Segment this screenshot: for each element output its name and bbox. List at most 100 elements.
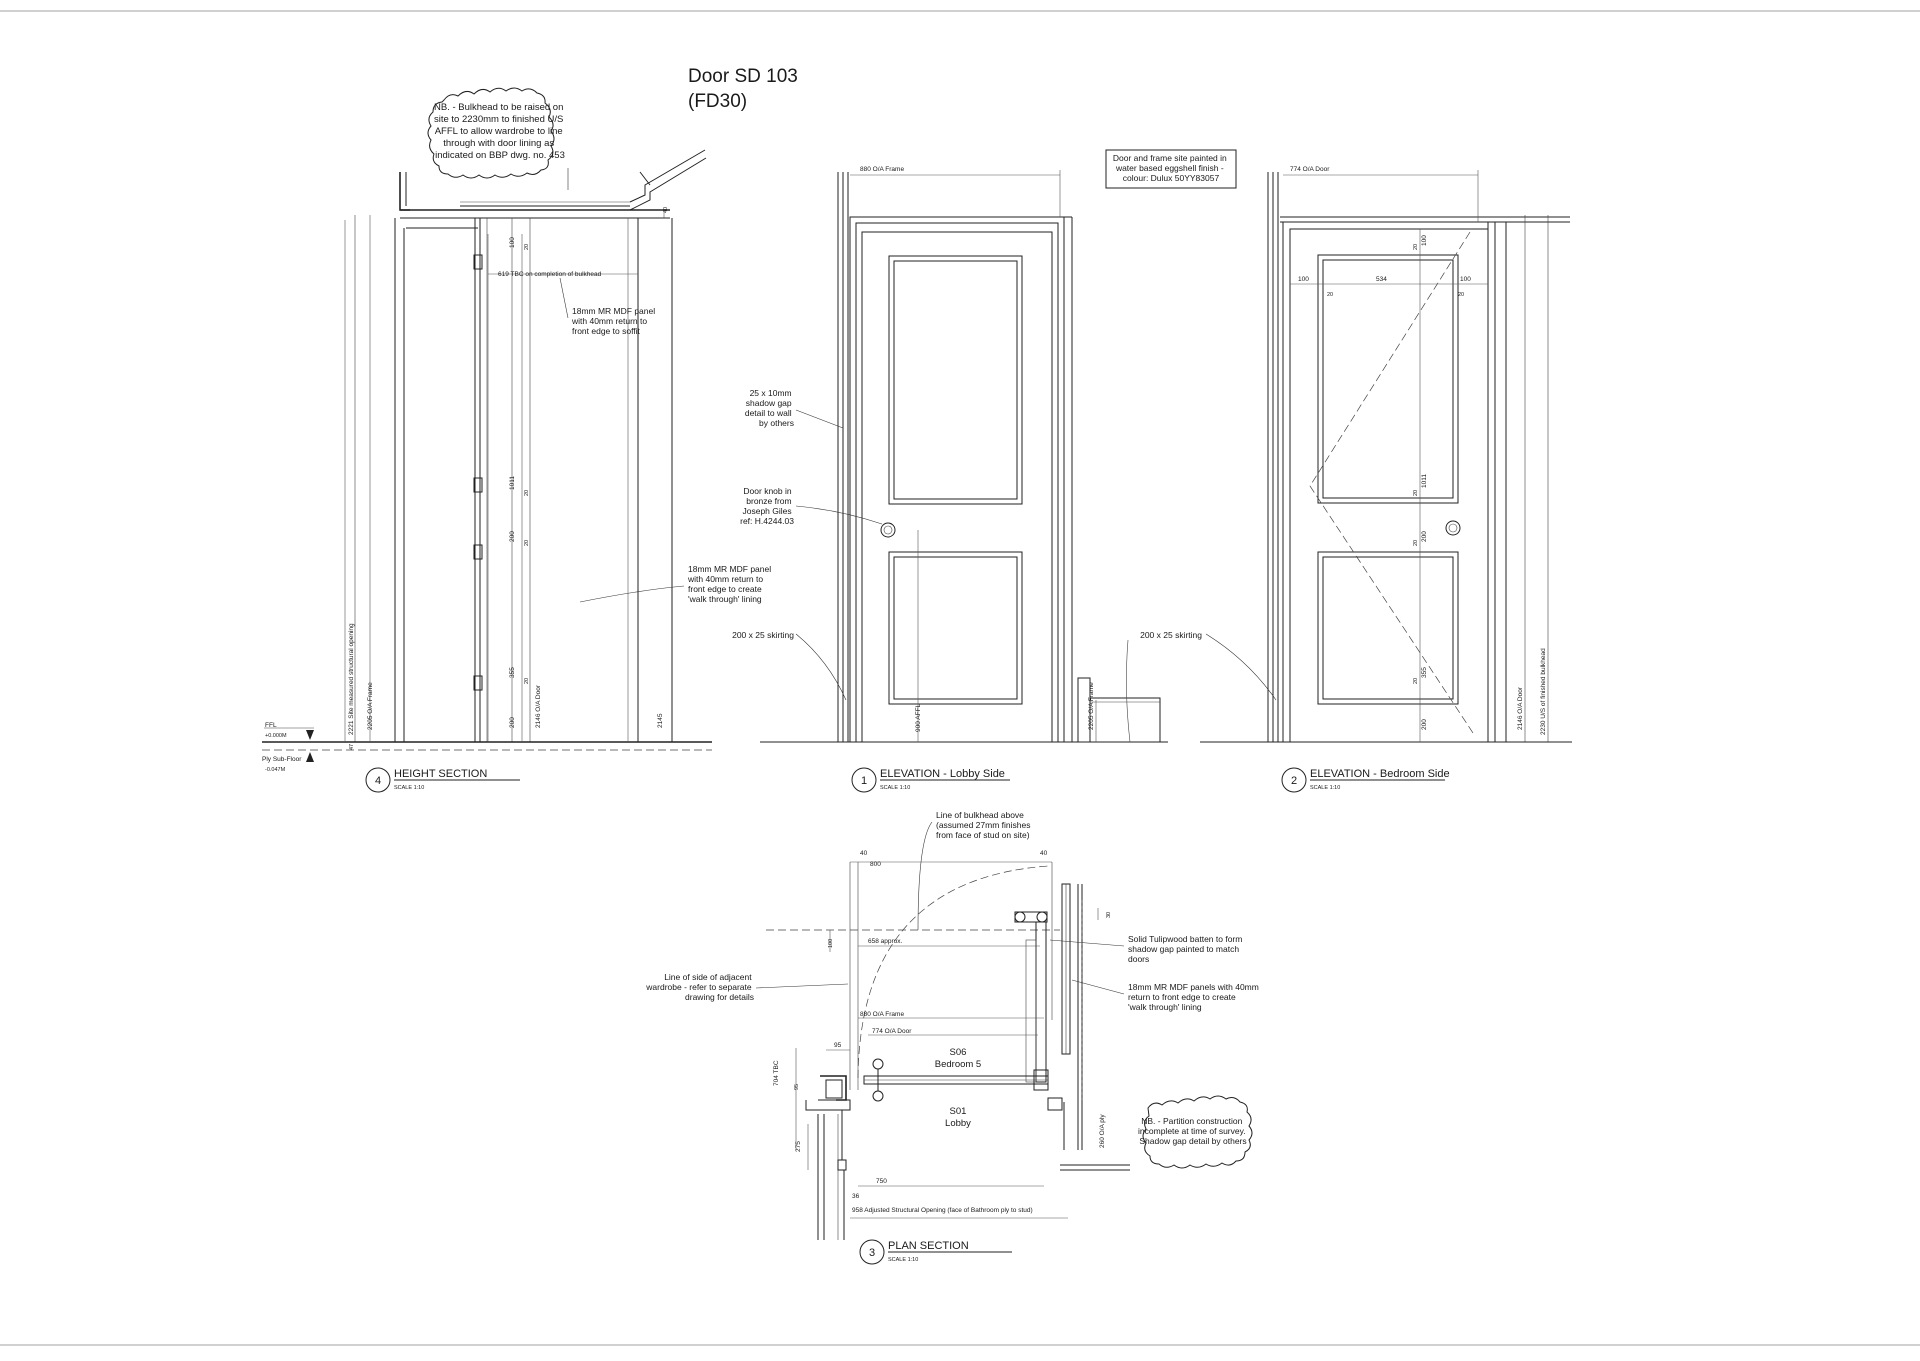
bulkhead-line-leader <box>917 821 933 931</box>
dim-1011-bed: 1011 <box>1421 474 1428 488</box>
dim-534: 534 <box>1376 276 1387 283</box>
mdf-plan-note: 18mm MR MDF panels with 40mm return to f… <box>1128 982 1261 1012</box>
mdf-lining-note: 18mm MR MDF panel with 40mm return to fr… <box>687 564 774 604</box>
dim-40-plan-left: 40 <box>860 850 868 857</box>
hinge-middle-upper <box>473 477 483 493</box>
subfloor-marker <box>306 752 314 762</box>
plan-hinge-bracket <box>1014 911 1048 923</box>
dim-30: 30 <box>1106 912 1112 918</box>
view-title-lobby: ELEVATION - Lobby Side <box>880 768 1005 780</box>
dim-20-mid-lower: 20 <box>524 540 530 546</box>
door-swing-arc <box>857 865 1049 1079</box>
drawing-title-line2: (FD30) <box>688 91 747 112</box>
lobby-door-leaf <box>861 231 1053 743</box>
ffl-value: +0.000M <box>265 733 287 739</box>
bedroom-upper-panel <box>1317 254 1459 504</box>
dim-20-bed-right: 20 <box>1458 292 1464 298</box>
mdf-soffit-note: 18mm MR MDF panel with 40mm return to fr… <box>571 306 658 336</box>
bulkhead-note: NB. - Bulkhead to be raised on site to 2… <box>434 102 566 161</box>
dim-100-top: 100 <box>509 237 516 248</box>
dim-355-bed: 355 <box>1421 667 1428 678</box>
dim-95-top: 95 <box>834 1042 842 1049</box>
partition-note-cloud <box>1142 1095 1253 1169</box>
view-title-height-section: HEIGHT SECTION <box>394 768 487 780</box>
elevation-lobby-view: 880 O/A Frame 900 AFFL 2205 O/A Frame 25… <box>732 166 1168 793</box>
dim-1011: 1011 <box>509 476 516 490</box>
plan-knob-upper <box>872 1058 884 1070</box>
bedroom-skirting-leader <box>1205 633 1277 701</box>
dim-355: 355 <box>509 667 516 678</box>
dim-200-bed-low: 200 <box>1421 719 1428 730</box>
dim-900-affl: 900 AFFL <box>915 703 922 732</box>
lobby-lower-panel <box>888 551 1023 705</box>
dim-2146-bed-door: 2146 O/A Door <box>1517 686 1524 730</box>
elevation-bedroom-view: Door and frame site painted in water bas… <box>1105 149 1572 793</box>
dim-750: 750 <box>876 1178 887 1185</box>
mdf-soffit-leader <box>559 277 569 319</box>
dim-880-frame-plan: 880 O/A Frame <box>860 1011 904 1018</box>
dim-20-mid: 20 <box>524 490 530 496</box>
dim-20-bed-low: 20 <box>1413 678 1419 684</box>
wardrobe-note: Line of side of adjacent wardrobe - refe… <box>645 972 754 1002</box>
bulkhead-left-upstand <box>399 172 410 211</box>
subfloor-value: -0.047M <box>265 767 286 773</box>
dim-2146-door: 2146 O/A Door <box>535 684 542 728</box>
bedroom-skirting-note: 200 x 25 skirting <box>1140 630 1202 640</box>
dim-47: 47 <box>349 744 355 750</box>
bedroom-door-frame <box>1282 221 1496 743</box>
room-lobby-name: Lobby <box>945 1118 971 1129</box>
dim-40-plan-right: 40 <box>1040 850 1048 857</box>
bulkhead-note-cloud <box>427 87 555 179</box>
bedroom-lower-panel <box>1317 551 1459 705</box>
dim-619-bulkhead: 619 TBC on completion of bulkhead <box>498 271 602 278</box>
dim-20-bed-left: 20 <box>1327 292 1333 298</box>
dim-275: 275 <box>795 1141 802 1152</box>
dim-704-tbc: 704 TBC <box>773 1060 780 1086</box>
dim-2205-frame-lobby: 2205 O/A Frame <box>1088 682 1095 730</box>
view-number-4: 4 <box>375 775 381 787</box>
plan-section-view: Line of bulkhead above (assumed 27mm fin… <box>645 810 1261 1265</box>
dim-20-bed-mid: 20 <box>1413 490 1419 496</box>
lobby-door-knob <box>880 522 896 538</box>
lobby-skirting-note: 200 x 25 skirting <box>732 630 794 640</box>
dim-100-plan: 100 <box>828 939 834 948</box>
dim-40-bulkhead: 40 <box>663 207 669 213</box>
dim-200-mid: 200 <box>509 531 516 542</box>
view-number-circle-3 <box>859 1239 885 1265</box>
height-section-view: NB. - Bulkhead to be raised on site to 2… <box>262 87 774 793</box>
dim-2230-bulkhead: 2230 U/S of finished bulkhead <box>1540 648 1547 735</box>
dim-260-ply: 260 O/A ply <box>1099 1114 1106 1148</box>
dim-100-bed-right: 100 <box>1460 276 1471 283</box>
door-swing-indicator <box>1309 231 1476 737</box>
dim-20-bed-mid2: 20 <box>1413 540 1419 546</box>
ffl-marker <box>306 730 314 740</box>
dim-200-bed-mid: 200 <box>1421 531 1428 542</box>
lobby-door-frame <box>849 216 1065 743</box>
dim-958: 958 Adjusted Structural Opening (face of… <box>852 1207 1033 1214</box>
dim-2205-frame: 2205 O/A Frame <box>367 682 374 730</box>
hinge-middle-lower <box>473 544 483 560</box>
view-number-circle-4 <box>365 767 391 793</box>
door-knob-note: Door knob in bronze from Joseph Giles re… <box>740 486 794 526</box>
dim-lobby-880-frame: 880 O/A Frame <box>860 166 904 173</box>
view-title-plan-section: PLAN SECTION <box>888 1240 969 1252</box>
wardrobe-leader <box>755 983 849 989</box>
hinge-bottom <box>473 675 483 691</box>
partition-note: NB. - Partition construction incomplete … <box>1138 1116 1248 1146</box>
door-knob-leader <box>795 505 883 525</box>
subfloor-label: Ply Sub-Floor <box>262 756 302 763</box>
dim-100-bed-top: 100 <box>1421 235 1428 246</box>
dim-774-door-plan: 774 O/A Door <box>872 1028 912 1035</box>
view-scale-4: SCALE 1:10 <box>394 785 424 791</box>
mdf-plan-leader <box>1071 979 1125 995</box>
view-scale-1: SCALE 1:10 <box>880 785 910 791</box>
view-title-bedroom: ELEVATION - Bedroom Side <box>1310 768 1450 780</box>
plan-knob-lower <box>872 1090 884 1102</box>
view-number-3: 3 <box>869 1247 875 1259</box>
ffl-label: FFL <box>265 722 277 729</box>
dim-95-side: 95 <box>794 1084 800 1090</box>
dim-20-bed-top: 20 <box>1413 244 1419 250</box>
room-bedroom-code: S06 <box>950 1047 967 1058</box>
